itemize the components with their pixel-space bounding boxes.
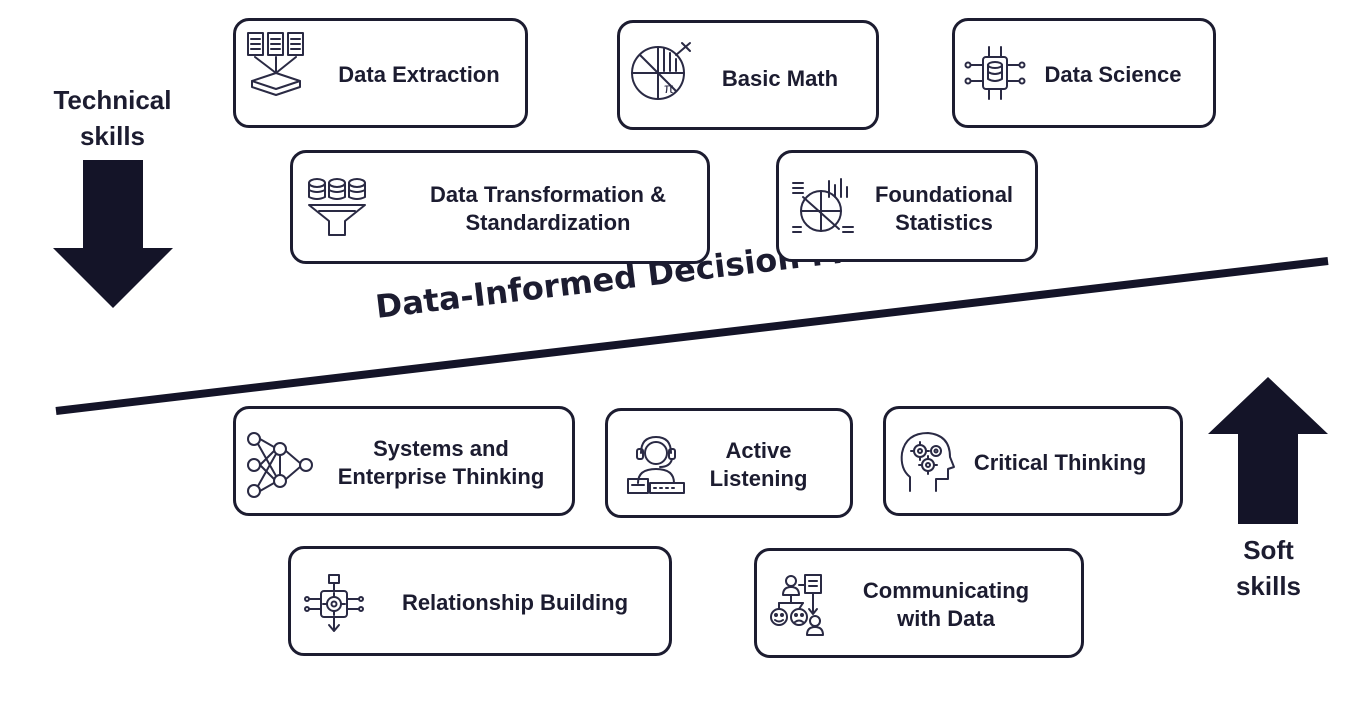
- data-transformation-label: Data Transformation & Standardization: [430, 182, 666, 235]
- basic-math-box: π Basic Math: [617, 20, 879, 130]
- head-gears-icon: [900, 432, 955, 492]
- relationship-building-label: Relationship Building: [401, 590, 629, 615]
- up-arrow-icon: [1208, 377, 1328, 524]
- chip-icon: [964, 46, 1026, 100]
- svg-text:π: π: [664, 80, 674, 96]
- people-communication-icon: [770, 574, 824, 636]
- basic-math-label: Basic Math: [721, 66, 839, 91]
- active-listening-label: Active Listening: [709, 438, 808, 491]
- data-transformation-box: Data Transformation & Standardization: [290, 150, 710, 264]
- headset-person-icon: [627, 436, 685, 494]
- network-nodes-icon: [247, 432, 313, 498]
- critical-thinking-box: Critical Thinking: [883, 406, 1183, 516]
- critical-thinking-label: Critical Thinking: [973, 450, 1147, 475]
- foundational-statistics-box: Foundational Statistics: [776, 150, 1038, 262]
- gear-process-icon: [304, 574, 364, 632]
- communicating-data-label: Communicating with Data: [862, 578, 1030, 631]
- documents-icon: [247, 32, 304, 96]
- relationship-building-box: Relationship Building: [288, 546, 672, 656]
- database-funnel-icon: [308, 178, 366, 236]
- foundational-statistics-label: Foundational Statistics: [874, 182, 1014, 235]
- active-listening-box: Active Listening: [605, 408, 853, 518]
- data-science-box: Data Science: [952, 18, 1216, 128]
- communicating-data-box: Communicating with Data: [754, 548, 1084, 658]
- data-extraction-box: Data Extraction: [233, 18, 528, 128]
- math-icon: π: [631, 42, 691, 100]
- technical-skills-label: Technical skills: [53, 85, 172, 151]
- data-extraction-label: Data Extraction: [338, 62, 500, 87]
- systems-thinking-label: Systems and Enterprise Thinking: [337, 436, 545, 489]
- data-science-label: Data Science: [1044, 62, 1182, 87]
- soft-skills-label: Soft skills: [1235, 535, 1302, 601]
- down-arrow-icon: [53, 160, 173, 308]
- statistics-chart-icon: [792, 178, 854, 233]
- systems-thinking-box: Systems and Enterprise Thinking: [233, 406, 575, 516]
